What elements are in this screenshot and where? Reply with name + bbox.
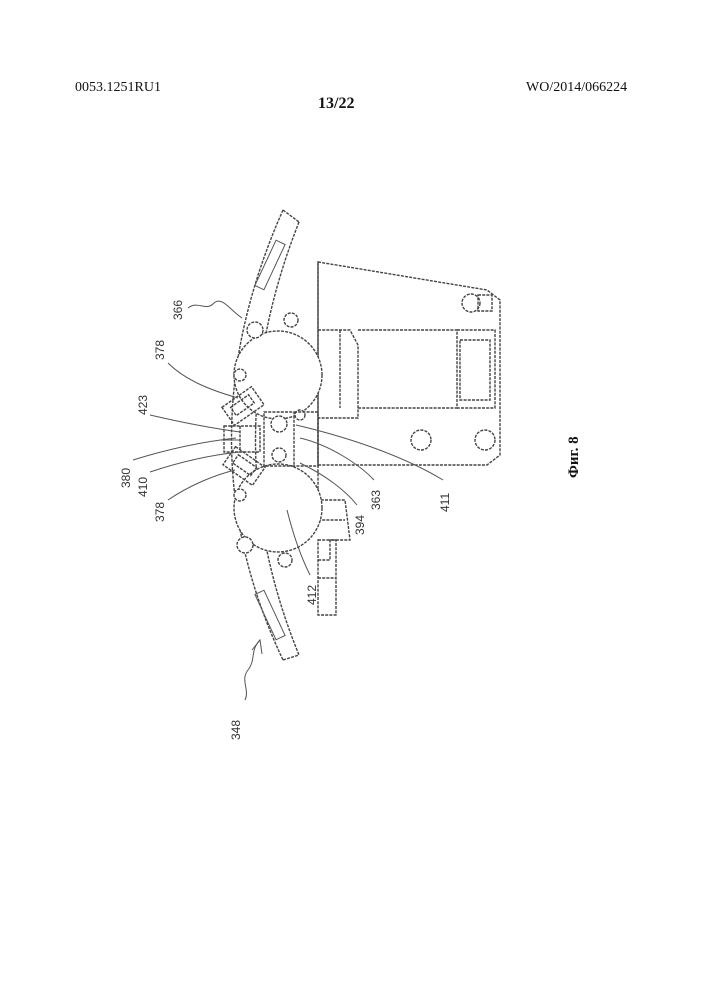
label-366: 366 [171, 300, 185, 320]
label-423: 423 [136, 395, 150, 415]
figure-caption: Фиг. 8 [566, 436, 582, 478]
upper-roller [234, 313, 322, 420]
label-363: 363 [369, 490, 383, 510]
housing-block [318, 262, 500, 560]
label-380: 380 [119, 468, 133, 488]
lower-roller [234, 464, 322, 567]
label-410: 410 [136, 477, 150, 497]
label-412: 412 [305, 585, 319, 605]
label-378-upper: 378 [153, 340, 167, 360]
lower-tab [318, 540, 336, 615]
label-378-lower: 378 [153, 502, 167, 522]
label-348: 348 [229, 720, 243, 740]
label-411: 411 [438, 493, 452, 512]
label-394: 394 [353, 515, 367, 535]
